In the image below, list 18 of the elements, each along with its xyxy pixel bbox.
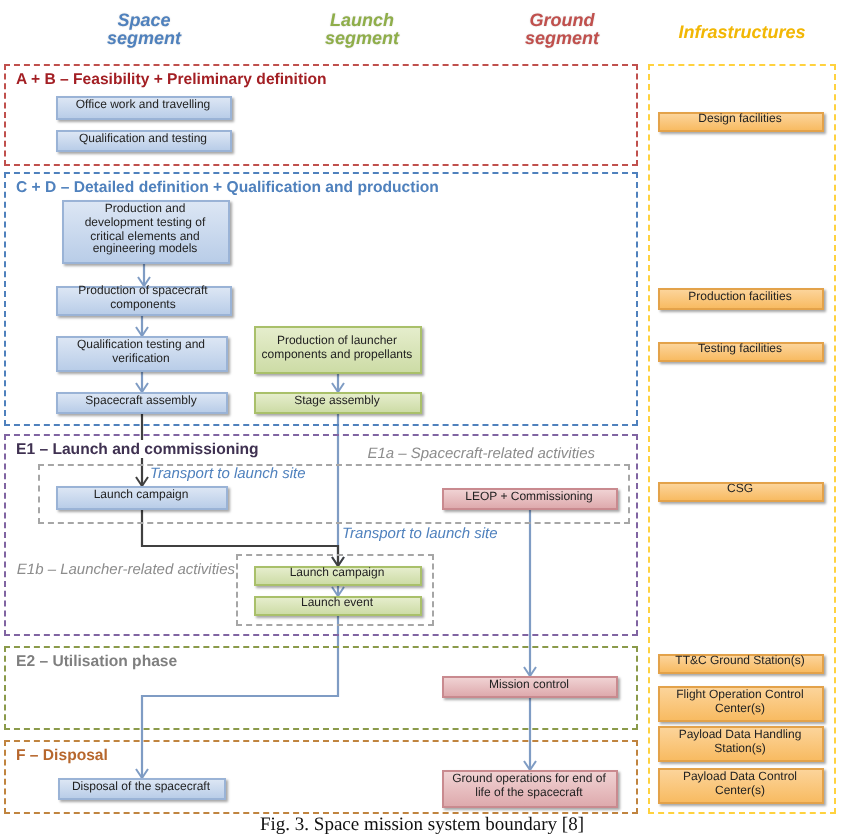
connector-arrow bbox=[331, 586, 345, 597]
connector-arrow bbox=[135, 372, 149, 393]
phase-frame bbox=[4, 64, 638, 166]
connector-arrow bbox=[523, 698, 537, 771]
phase-frame bbox=[4, 646, 638, 730]
figure-caption: Fig. 3. Space mission system boundary [8] bbox=[257, 816, 586, 836]
connector-arrow bbox=[135, 316, 149, 337]
column-header: Space segment bbox=[104, 12, 184, 48]
connector-arrow bbox=[523, 510, 537, 677]
phase-frame bbox=[4, 740, 638, 814]
column-header: Infrastructures bbox=[676, 22, 808, 42]
connector-arrow bbox=[137, 264, 151, 287]
connector-arrow bbox=[140, 510, 345, 567]
column-header: Launch segment bbox=[322, 12, 402, 48]
column-header: Ground segment bbox=[522, 12, 602, 48]
connector-arrow bbox=[331, 374, 345, 393]
connector-arrow bbox=[135, 616, 340, 779]
phase-frame bbox=[4, 172, 638, 426]
